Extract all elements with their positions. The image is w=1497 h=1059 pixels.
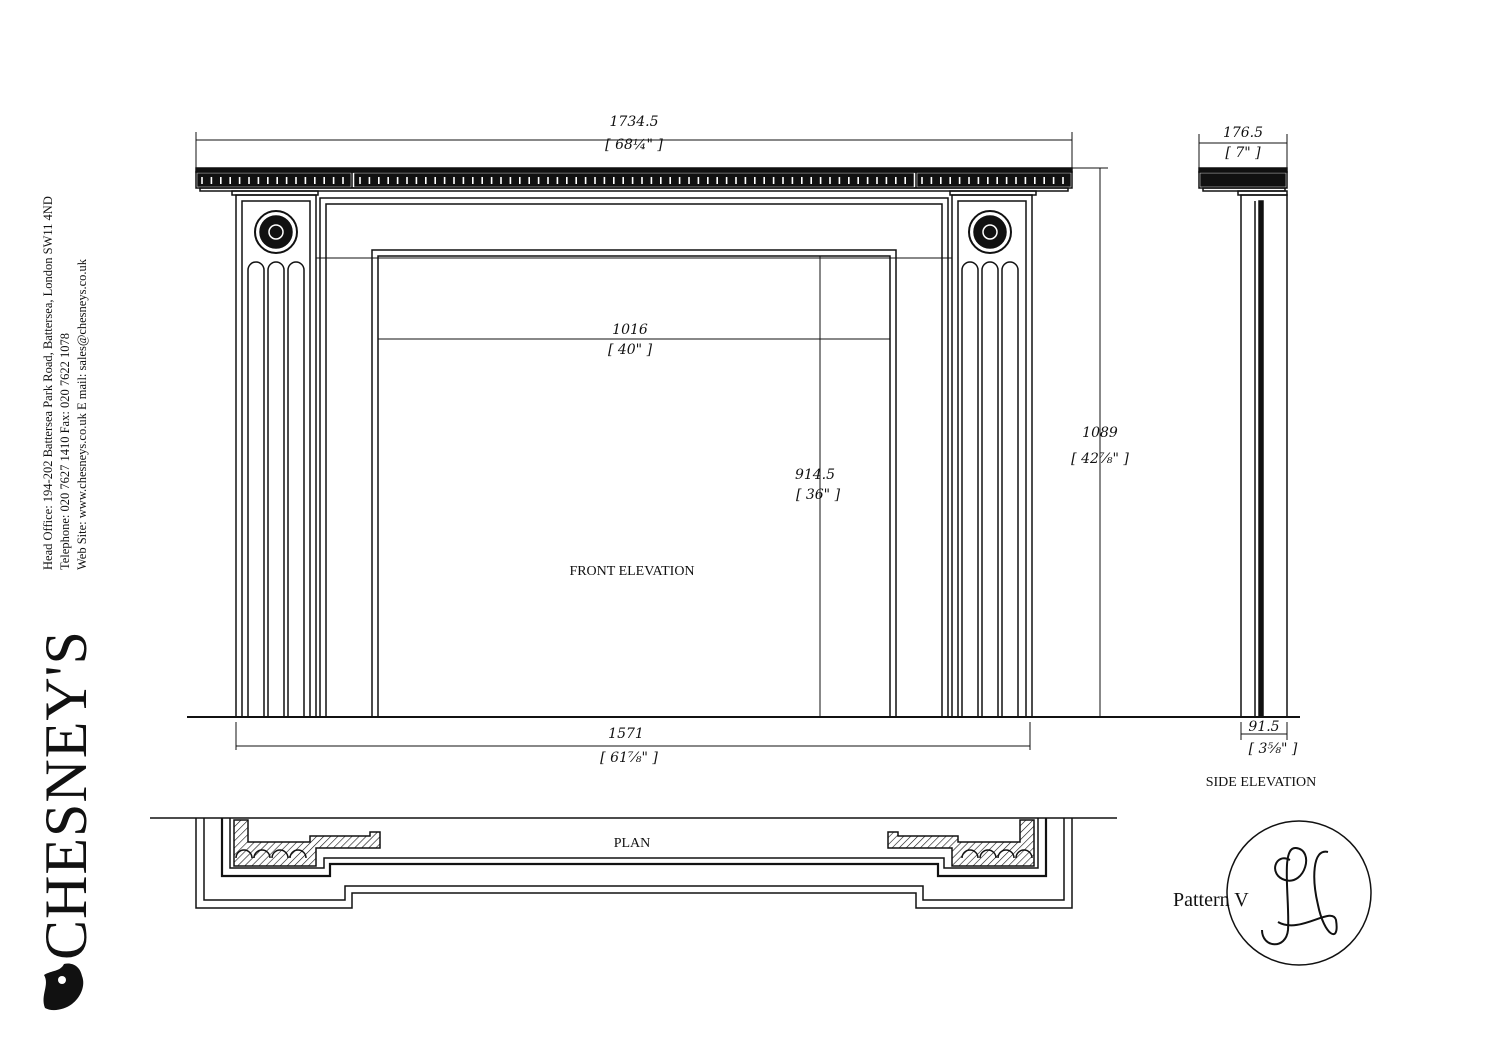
address-line: Head Office: 194-202 Battersea Park Road… xyxy=(41,196,55,570)
opening-width-in: [ 40" ] xyxy=(608,342,653,358)
side-dimension-labels: 176.5 [ 7" ] 91.5 [ 3⅝" ] SIDE ELEVATION xyxy=(1206,125,1317,790)
plan-label: PLAN xyxy=(614,836,651,851)
phone-line: Telephone: 020 7627 1410 Fax: 020 7622 1… xyxy=(58,333,72,570)
leg-depth-mm: 91.5 xyxy=(1248,719,1279,735)
company-contact-block: Head Office: 194-202 Battersea Park Road… xyxy=(40,100,91,570)
overall-width-mm: 1734.5 xyxy=(610,114,659,130)
opening-height-in: [ 36" ] xyxy=(796,487,841,503)
overall-depth-in: [ 7" ] xyxy=(1225,145,1261,161)
lion-logo-icon xyxy=(43,963,84,1011)
overall-height-mm: 1089 xyxy=(1082,425,1118,441)
opening-width-mm: 1016 xyxy=(612,322,648,338)
side-elevation-label: SIDE ELEVATION xyxy=(1206,775,1317,790)
brand-wordmark: CHESNEY'S xyxy=(33,630,99,960)
front-dimension-labels: 1734.5 [ 68¼" ] 1016 [ 40" ] 914.5 [ 36"… xyxy=(569,114,1129,766)
monogram-seal xyxy=(1226,820,1372,966)
opening-height-mm: 914.5 xyxy=(795,467,835,483)
overall-height-in: [ 42⅞" ] xyxy=(1071,451,1129,467)
overall-depth-mm: 176.5 xyxy=(1223,125,1263,141)
pattern-label: Pattern V xyxy=(1173,889,1249,911)
web-line: Web Site: www.chesneys.co.uk E mail: sal… xyxy=(75,258,89,570)
leg-depth-in: [ 3⅝" ] xyxy=(1249,741,1298,757)
left-rosette xyxy=(254,210,298,254)
front-elevation-label: FRONT ELEVATION xyxy=(569,564,694,579)
right-rosette xyxy=(968,210,1012,254)
side-elevation xyxy=(1198,134,1300,740)
overall-width-in: [ 68¼" ] xyxy=(605,137,663,153)
front-elevation xyxy=(187,132,1235,750)
plan-view xyxy=(150,817,1117,909)
base-width-in: [ 61⅞" ] xyxy=(600,750,658,766)
base-width-mm: 1571 xyxy=(608,726,644,742)
